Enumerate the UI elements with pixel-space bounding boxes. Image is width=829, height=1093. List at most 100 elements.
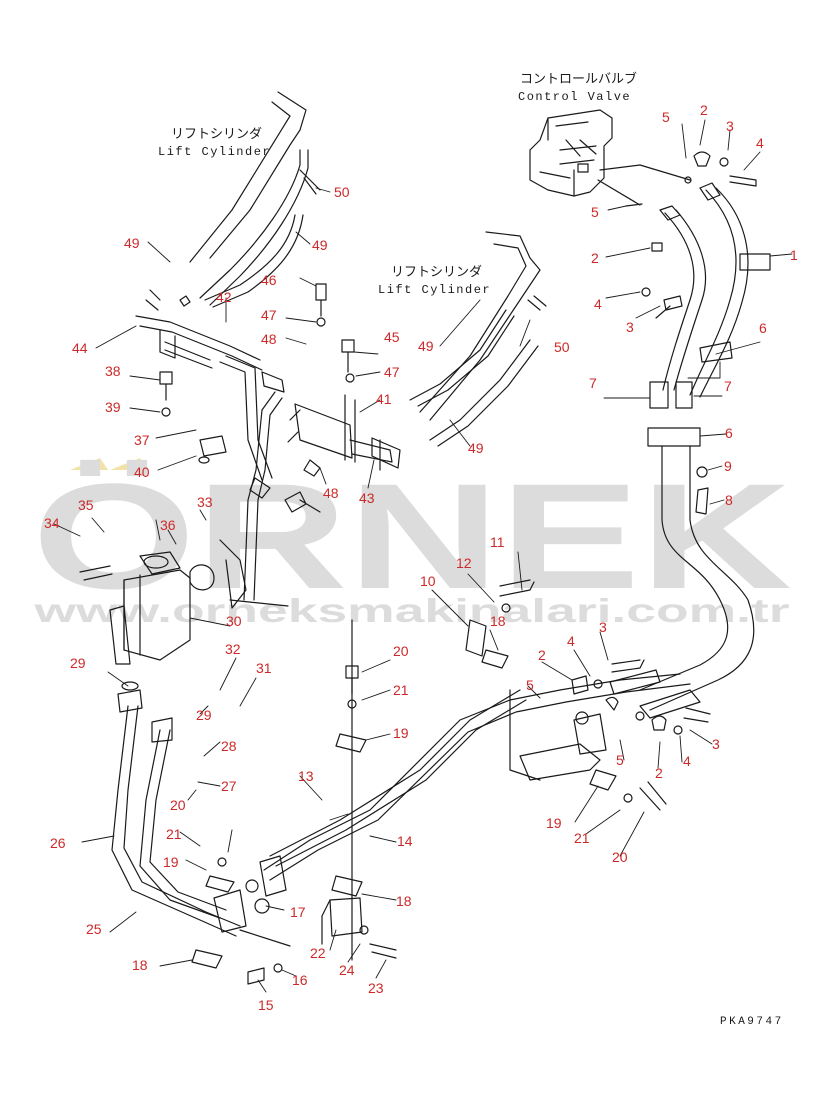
leader-lines bbox=[53, 119, 793, 993]
callout-label: 20 bbox=[170, 797, 186, 813]
callout-label: 29 bbox=[70, 655, 86, 671]
callout-label: 37 bbox=[134, 432, 150, 448]
callout-label: 43 bbox=[359, 490, 375, 506]
callout-label: 50 bbox=[334, 184, 350, 200]
title-lift-cylinder-left: リフトシリンダ Lift Cylinder bbox=[158, 127, 271, 159]
bracket-41-43 bbox=[287, 394, 401, 477]
callout-label: 4 bbox=[756, 135, 764, 151]
callout-label: 36 bbox=[160, 517, 176, 533]
callout-label: 48 bbox=[261, 331, 277, 347]
callout-label: 48 bbox=[323, 485, 339, 501]
callout-label: 47 bbox=[261, 307, 277, 323]
callout-label: 21 bbox=[574, 830, 590, 846]
callout-label: 19 bbox=[393, 725, 409, 741]
callout-label: 46 bbox=[261, 272, 277, 288]
tank-30 bbox=[79, 435, 321, 665]
clips bbox=[191, 619, 711, 985]
callout-label: 47 bbox=[384, 364, 400, 380]
callout-label: 7 bbox=[589, 375, 597, 391]
callout-label: 4 bbox=[594, 296, 602, 312]
callout-label: 2 bbox=[538, 647, 546, 663]
callout-label: 8 bbox=[725, 492, 733, 508]
title-control-valve: コントロールバルブ Control Valve bbox=[518, 71, 637, 104]
callout-label: 11 bbox=[490, 534, 505, 550]
callout-label: 12 bbox=[456, 555, 472, 571]
control-valve-jp-label: コントロールバルブ bbox=[520, 71, 637, 87]
callout-label: 5 bbox=[591, 204, 599, 220]
pipes-25-26 bbox=[111, 681, 291, 947]
pipes-13-14 bbox=[259, 619, 691, 961]
callout-label: 5 bbox=[662, 109, 670, 125]
callout-label: 20 bbox=[393, 643, 409, 659]
callout-label: 31 bbox=[256, 660, 272, 676]
lift-cylinder-left-jp-label: リフトシリンダ bbox=[171, 127, 262, 142]
callout-label: 25 bbox=[86, 921, 102, 937]
callout-label: 41 bbox=[376, 391, 392, 407]
watermark-url: www.orneksmakinalari.com.tr bbox=[33, 592, 790, 629]
callout-label: 3 bbox=[599, 619, 607, 635]
manifold-pipes bbox=[135, 315, 285, 601]
callout-label: 49 bbox=[312, 237, 328, 253]
lift-cylinder-right-hoses bbox=[409, 231, 547, 447]
control-valve-en-label: Control Valve bbox=[518, 90, 631, 104]
callout-label: 3 bbox=[626, 319, 634, 335]
callout-label: 26 bbox=[50, 835, 66, 851]
drawing-code: PKA9747 bbox=[720, 1016, 784, 1028]
callout-label: 5 bbox=[526, 677, 534, 693]
callout-label: 17 bbox=[290, 904, 306, 920]
callout-label: 7 bbox=[724, 378, 732, 394]
callout-label: 27 bbox=[221, 778, 237, 794]
callout-label: 23 bbox=[368, 980, 384, 996]
callout-label: 33 bbox=[197, 494, 213, 510]
callout-label: 18 bbox=[132, 957, 148, 973]
bracket-22 bbox=[321, 897, 397, 959]
callout-label: 15 bbox=[258, 997, 274, 1013]
callout-label: 5 bbox=[616, 752, 624, 768]
watermark-accent bbox=[70, 458, 148, 470]
callout-label: 35 bbox=[78, 497, 94, 513]
callout-label: 18 bbox=[396, 893, 412, 909]
lift-cylinder-left-hoses bbox=[145, 91, 321, 311]
callout-label: 32 bbox=[225, 641, 241, 657]
callout-label: 2 bbox=[591, 250, 599, 266]
callout-label: 16 bbox=[292, 972, 308, 988]
callout-label: 29 bbox=[196, 707, 212, 723]
callout-label: 18 bbox=[490, 613, 506, 629]
title-lift-cylinder-right: リフトシリンダ Lift Cylinder bbox=[378, 265, 490, 297]
callout-label: 6 bbox=[759, 320, 767, 336]
callout-label: 19 bbox=[546, 815, 562, 831]
control-valve-body bbox=[529, 109, 691, 206]
callout-label: 2 bbox=[700, 102, 708, 118]
callout-label: 21 bbox=[166, 826, 182, 842]
clamps-6-7 bbox=[639, 341, 755, 711]
callout-label: 40 bbox=[134, 464, 150, 480]
callout-label: 19 bbox=[163, 854, 179, 870]
callout-label: 22 bbox=[310, 945, 326, 961]
callout-label: 34 bbox=[44, 515, 60, 531]
callout-label: 28 bbox=[221, 738, 237, 754]
callout-label: 21 bbox=[393, 682, 409, 698]
callout-label: 50 bbox=[554, 339, 570, 355]
callout-label: 20 bbox=[612, 849, 628, 865]
callout-label: 2 bbox=[655, 765, 663, 781]
callout-label: 39 bbox=[105, 399, 121, 415]
callout-label: 42 bbox=[216, 289, 232, 305]
callout-label: 14 bbox=[397, 833, 413, 849]
callout-label: 6 bbox=[725, 425, 733, 441]
fittings-upper-right bbox=[625, 151, 757, 319]
callout-label: 4 bbox=[683, 753, 691, 769]
callout-label: 49 bbox=[468, 440, 484, 456]
callout-label: 13 bbox=[298, 768, 314, 784]
callout-label: 3 bbox=[712, 736, 720, 752]
callout-label: 24 bbox=[339, 962, 355, 978]
callout-label: 3 bbox=[726, 118, 734, 134]
callout-label: 44 bbox=[72, 340, 88, 356]
lift-cylinder-left-en-label: Lift Cylinder bbox=[158, 145, 271, 159]
callout-label: 49 bbox=[124, 235, 140, 251]
callout-label: 38 bbox=[105, 363, 121, 379]
lift-cylinder-right-jp-label: リフトシリンダ bbox=[391, 265, 482, 280]
callout-label: 4 bbox=[567, 633, 575, 649]
line-art bbox=[53, 91, 793, 993]
hose-1 bbox=[659, 182, 771, 398]
